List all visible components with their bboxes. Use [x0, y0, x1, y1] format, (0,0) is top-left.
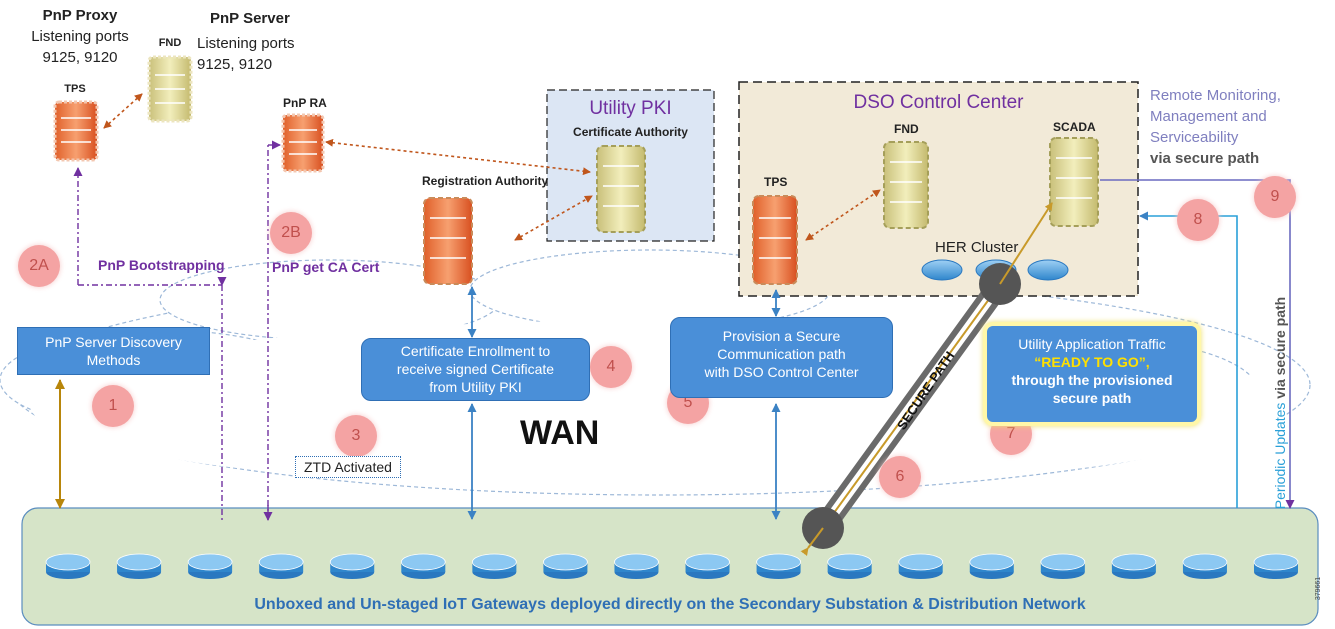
get-ca-cert-path [263, 140, 281, 521]
certificate-authority-label: Certificate Authority [573, 125, 688, 139]
gateway-router [1111, 553, 1157, 579]
step-2a: 2A [18, 245, 60, 287]
proxy-title: PnP Proxy [42, 7, 118, 24]
step-1: 1 [92, 385, 134, 427]
remote-monitoring-text: Remote Monitoring, Management and Servic… [1150, 87, 1281, 167]
gateway-router [116, 553, 162, 579]
server-title: PnP Server [210, 10, 290, 27]
arrow-tps-fnd [103, 93, 143, 129]
pnp-ra-label: PnP RA [283, 96, 327, 110]
server-ports-line2: 9125, 9120 [197, 56, 273, 73]
registration-authority-label: Registration Authority [422, 174, 549, 188]
gateway-router [471, 553, 517, 579]
ztd-activated-label: ZTD Activated [295, 456, 401, 478]
dso-tps-server [752, 195, 798, 285]
gateway-router [258, 553, 304, 579]
gateway-router [329, 553, 375, 579]
registration-authority-server [423, 197, 473, 285]
proxy-ports-line2: 9125, 9120 [42, 49, 118, 66]
wan-label: WAN [520, 414, 600, 452]
dso-fnd-label: FND [894, 122, 919, 136]
step-3: 3 [335, 415, 377, 457]
traffic-box: Utility Application Traffic “READY TO GO… [983, 322, 1201, 426]
gateway-router [685, 553, 730, 579]
periodic-updates-label: Periodic Updates via secure path [1272, 296, 1288, 510]
gateway-router [187, 553, 233, 579]
gateway-router [400, 553, 446, 579]
gateway-caption: Unboxed and Un-staged IoT Gateways deplo… [254, 596, 1086, 613]
figure-id: 379661 [1315, 576, 1323, 601]
gateway-router [969, 553, 1015, 579]
bootstrapping-path [73, 167, 227, 520]
arrow-regauth-ca [514, 195, 593, 241]
utility-pki-title: Utility PKI [589, 98, 672, 119]
step-4: 4 [590, 346, 632, 388]
step-8: 8 [1177, 199, 1219, 241]
server-ports-line1: Listening ports [197, 35, 295, 52]
gateway-router [614, 553, 659, 579]
gateway-router [827, 553, 873, 579]
arrow-tps-fnd-dso [805, 189, 881, 241]
step-2b: 2B [270, 212, 312, 254]
proxy-ports-line1: Listening ports [31, 28, 129, 45]
bootstrapping-label: PnP Bootstrapping [98, 257, 225, 273]
arrow-ra-ca [325, 138, 591, 176]
her-cluster-label: HER Cluster [935, 239, 1019, 256]
step-6: 6 [879, 456, 921, 498]
secure-path-tube [800, 202, 1053, 556]
gateway-router [756, 553, 801, 579]
server-fnd [147, 55, 193, 123]
get-ca-cert-label: PnP get CA Cert [272, 259, 380, 275]
scada-server [1049, 137, 1099, 227]
gateway-bar [21, 507, 1319, 626]
dso-fnd-server [883, 141, 929, 229]
scada-label: SCADA [1053, 120, 1096, 134]
gateway-routers [45, 553, 1299, 579]
gateway-router [1253, 553, 1299, 579]
gateway-router [898, 553, 944, 579]
gateway-router [45, 553, 91, 579]
step-9: 9 [1254, 176, 1296, 218]
gateway-router [543, 553, 588, 579]
pnp-ra-server [281, 113, 325, 173]
gateway-router [1182, 553, 1228, 579]
gateway-router [1040, 553, 1086, 579]
server-fnd-label: FND [158, 37, 182, 49]
dso-title: DSO Control Center [853, 92, 1024, 113]
remote-monitoring-path [1100, 179, 1295, 509]
periodic-updates-path [1139, 211, 1238, 508]
proxy-tps-label: TPS [64, 83, 86, 95]
proxy-tps-server [53, 100, 99, 162]
certificate-authority-server [596, 145, 646, 233]
dso-tps-label: TPS [764, 175, 788, 189]
